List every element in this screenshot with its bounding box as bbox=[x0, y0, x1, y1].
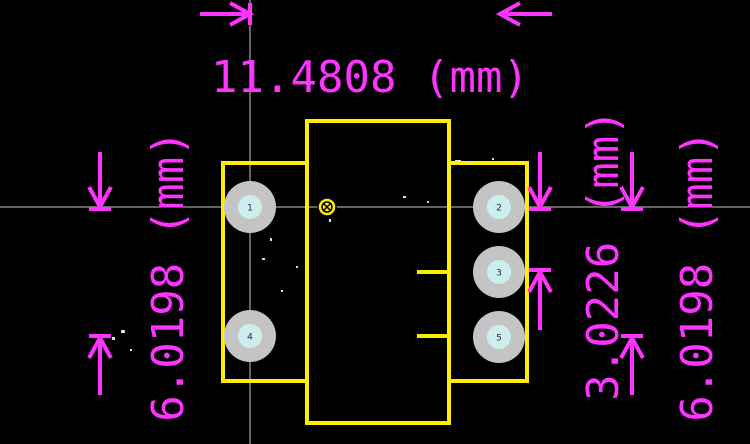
dim-arrow-down-icon bbox=[527, 152, 553, 212]
noise-speckle bbox=[281, 290, 283, 292]
pad-label: 3 bbox=[496, 269, 502, 279]
noise-speckle bbox=[329, 219, 331, 222]
dim-arrow-right-icon bbox=[495, 1, 552, 27]
noise-speckle bbox=[403, 196, 406, 198]
dim-arrow-up-icon bbox=[87, 333, 113, 395]
noise-speckle bbox=[121, 330, 125, 333]
left-tab-outline bbox=[221, 161, 309, 383]
noise-speckle bbox=[262, 258, 265, 260]
noise-speckle bbox=[270, 238, 272, 241]
pad-hole bbox=[238, 324, 262, 348]
noise-speckle bbox=[455, 160, 461, 161]
noise-speckle bbox=[130, 349, 132, 351]
pad-label: 2 bbox=[496, 204, 502, 214]
noise-speckle bbox=[492, 158, 494, 160]
pad-label: 4 bbox=[247, 333, 253, 343]
pad-3[interactable]: 3 bbox=[473, 246, 525, 298]
pad-5[interactable]: 5 bbox=[473, 311, 525, 363]
pad-hole bbox=[238, 195, 262, 219]
dimension-left bbox=[87, 152, 113, 395]
dim-arrow-left-icon bbox=[200, 1, 255, 27]
pad-1[interactable]: 1 bbox=[224, 181, 276, 233]
dim-label-right-outer: 6.0198 (mm) bbox=[672, 130, 723, 421]
noise-speckle bbox=[427, 201, 429, 203]
pad-label: 5 bbox=[496, 334, 502, 344]
origin-marker-icon[interactable] bbox=[317, 197, 337, 217]
noise-speckle bbox=[468, 162, 471, 164]
dimension-right-inner bbox=[527, 152, 553, 330]
dim-arrow-down-icon bbox=[87, 152, 113, 212]
origin-marker-cross bbox=[322, 202, 332, 212]
pad-hole bbox=[487, 260, 511, 284]
component-outline bbox=[221, 119, 529, 425]
dim-arrow-up-icon bbox=[527, 267, 553, 330]
pad-hole bbox=[487, 325, 511, 349]
dimension-right-outer bbox=[619, 152, 645, 395]
noise-speckle bbox=[112, 337, 115, 340]
noise-speckles bbox=[112, 158, 494, 351]
pad-2[interactable]: 2 bbox=[473, 181, 525, 233]
dim-label-top: 11.4808 (mm) bbox=[211, 52, 529, 103]
origin-marker-inner bbox=[321, 201, 333, 213]
dimension-top bbox=[200, 1, 552, 27]
dim-label-right-inner: 3.0226 (mm) bbox=[578, 109, 629, 400]
dim-label-left: 6.0198 (mm) bbox=[143, 130, 194, 421]
pad-hole bbox=[487, 195, 511, 219]
pad-4[interactable]: 4 bbox=[224, 310, 276, 362]
pad-label: 1 bbox=[247, 204, 253, 214]
noise-speckle bbox=[296, 266, 298, 268]
